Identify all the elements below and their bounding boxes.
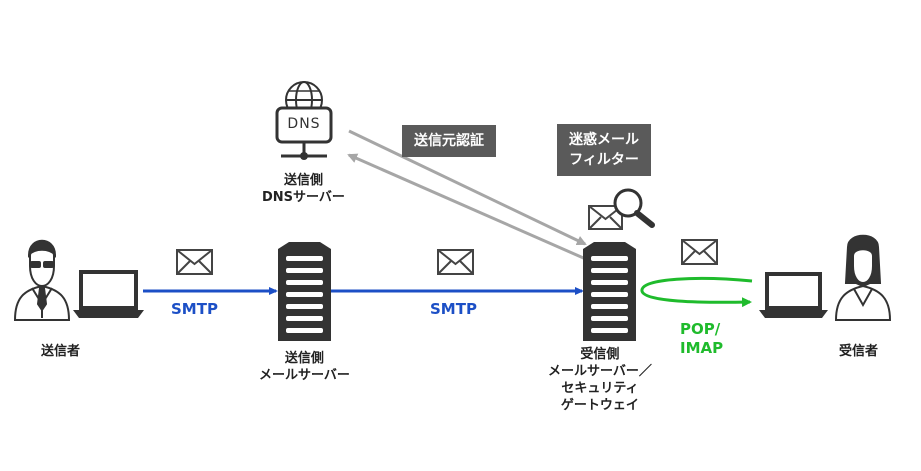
smtp-label-1: SMTP	[171, 300, 218, 318]
envelope-magnifier-icon	[588, 188, 655, 230]
envelope-icon-3	[681, 239, 718, 265]
sender-auth-badge: 送信元認証	[402, 125, 496, 157]
receiver-server-label: 受信側 メールサーバー／ セキュリティ ゲートウェイ	[548, 347, 652, 413]
sender-label: 送信者	[41, 344, 81, 359]
sender-server-icon	[278, 242, 331, 341]
smtp-label-2: SMTP	[430, 300, 477, 318]
dns-icon-text: DNS	[287, 116, 321, 132]
sender-laptop-icon	[73, 270, 144, 318]
spam-filter-badge: 迷惑メール フィルター	[557, 124, 651, 176]
dns-server-label: 送信側 DNSサーバー	[262, 173, 345, 205]
pop-imap-arrow	[640, 276, 753, 308]
pop-imap-label: POP/ IMAP	[680, 320, 724, 357]
receiver-server-icon	[583, 242, 636, 341]
envelope-icon-2	[437, 249, 474, 275]
auth-arrow-to-dns	[347, 153, 589, 262]
dns-server-icon	[275, 81, 333, 160]
receiver-label: 受信者	[839, 344, 879, 359]
receiver-laptop-icon	[759, 272, 828, 318]
sender-server-label: 送信側 メールサーバー	[259, 351, 350, 383]
envelope-icon-1	[176, 249, 213, 275]
sender-person-icon	[13, 239, 71, 321]
receiver-person-icon	[834, 234, 892, 321]
auth-arrow-to-receiver-server	[348, 129, 587, 246]
